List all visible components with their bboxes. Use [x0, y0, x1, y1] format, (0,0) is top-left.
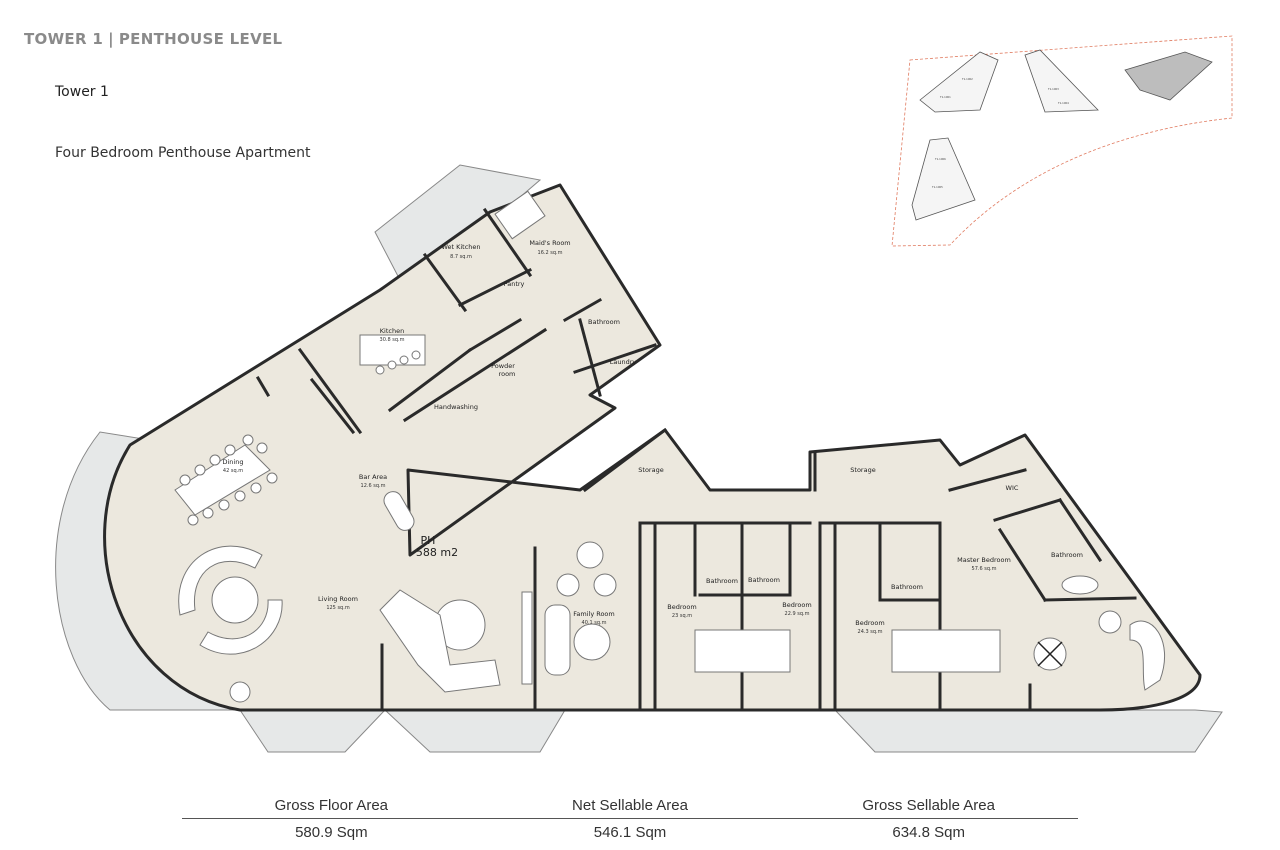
key-plan-tower-c [1124, 51, 1213, 101]
room-area-dining: 42 sq.m [223, 468, 243, 474]
floor-area [103, 183, 1202, 712]
tv-unit [521, 591, 533, 685]
header-separator: | [108, 30, 114, 48]
room-area-wet-kitchen: 8.7 sq.m [450, 254, 472, 260]
room-label-bedroom-2: Bedroom [782, 601, 811, 609]
room-label-wic: WIC [1006, 484, 1019, 492]
room-label-laundry: Laundry [610, 358, 637, 366]
room-area-master-bedroom: 57.6 sq.m [972, 566, 997, 572]
room-area-bedroom-1: 23 sq.m [672, 613, 692, 619]
area-value-row: 580.9 Sqm 546.1 Sqm 634.8 Sqm [182, 819, 1078, 841]
terrace-south-left [239, 709, 387, 753]
living-round-table [211, 576, 259, 624]
room-label-living-room: Living Room [318, 595, 358, 603]
room-label-dining: Dining [223, 458, 244, 466]
maids-bed [494, 190, 546, 240]
kitchen-island [359, 334, 426, 366]
room-label-bar-area: Bar Area [359, 473, 387, 481]
key-plan-site-boundary [891, 35, 1233, 247]
page-header: TOWER 1|PENTHOUSE LEVEL [24, 30, 282, 48]
room-label-bathroom-2: Bathroom [748, 576, 780, 584]
room-label-bathroom-maid: Bathroom [588, 318, 620, 326]
gross-sellable-area-value: 634.8 Sqm [892, 824, 965, 841]
unit-area-label: 588 m2 [416, 546, 458, 559]
key-unit-label-3: T1-1003 [1048, 87, 1059, 91]
room-area-living-room: 125 sq.m [326, 605, 350, 611]
family-armchair-3 [593, 573, 617, 597]
gross-floor-area-label: Gross Floor Area [182, 797, 481, 819]
key-unit-label-4: T1-1004 [1058, 101, 1069, 105]
room-area-bar-area: 12.6 sq.m [361, 483, 386, 489]
room-area-family-room: 40.1 sq.m [582, 620, 607, 626]
room-area-bedroom-2: 22.9 sq.m [785, 611, 810, 617]
key-unit-label-2: T1-1002 [962, 77, 973, 81]
family-sofa [544, 604, 571, 676]
apartment-type: Four Bedroom Penthouse Apartment [55, 145, 311, 161]
area-header-row: Gross Floor Area Net Sellable Area Gross… [182, 797, 1079, 819]
room-label-storage-1: Storage [638, 466, 663, 474]
family-armchair-2 [556, 573, 580, 597]
dining-table [174, 444, 271, 516]
room-label-master-bedroom: Master Bedroom [957, 556, 1011, 564]
apartment-floor [103, 183, 1202, 712]
room-label-maids-room: Maid's Room [529, 239, 570, 247]
room-label-family-room: Family Room [573, 610, 615, 618]
room-area-maids-room: 16.2 sq.m [538, 250, 563, 256]
living-curved-sofa [178, 545, 263, 616]
terrace-south-mid [383, 709, 566, 753]
bed-2 [891, 629, 1001, 673]
room-label-powder-room-1: Powder [491, 362, 515, 370]
room-label-bedroom-3: Bedroom [855, 619, 884, 627]
unit-id-label: PH [421, 534, 436, 547]
key-plan-tower-d [911, 137, 976, 221]
living-curved-sofa-2 [199, 599, 283, 655]
living-side-table [229, 681, 251, 703]
gross-floor-area-value: 580.9 Sqm [295, 824, 368, 841]
gross-sellable-area-label: Gross Sellable Area [779, 797, 1079, 819]
key-plan-tower-b [1024, 49, 1099, 113]
key-plan-tower-a [919, 51, 999, 113]
lounge-sofa [379, 589, 501, 693]
room-label-storage-2: Storage [850, 466, 875, 474]
room-label-powder-room-2: room [499, 370, 516, 378]
room-label-bathroom-3: Bathroom [891, 583, 923, 591]
key-plan: T1-1001 T1-1002 T1-1003 T1-1004 T1-1005 … [891, 35, 1233, 247]
room-label-bathroom-master: Bathroom [1051, 551, 1083, 559]
area-summary-table: Gross Floor Area Net Sellable Area Gross… [182, 797, 1079, 841]
room-label-handwashing: Handwashing [434, 403, 478, 411]
terrace-south-right [833, 709, 1223, 753]
room-label-wet-kitchen: Wet Kitchen [441, 243, 480, 251]
room-area-kitchen: 30.8 sq.m [380, 337, 405, 343]
header-level: PENTHOUSE LEVEL [118, 30, 283, 48]
header-tower: TOWER 1 [24, 30, 104, 48]
master-chair [1098, 610, 1122, 634]
room-labels: Wet Kitchen 8.7 sq.m Maid's Room 16.2 sq… [223, 239, 1083, 635]
master-bathtub [1061, 575, 1099, 595]
family-armchair-1 [576, 541, 604, 569]
room-label-bathroom-1: Bathroom [706, 577, 738, 585]
bar-counter [383, 491, 415, 531]
family-round-table [573, 623, 611, 661]
tower-name: Tower 1 [55, 84, 109, 100]
interior-walls [255, 207, 1137, 712]
net-sellable-area-label: Net Sellable Area [480, 797, 780, 819]
master-sofa [1129, 620, 1165, 691]
room-area-bedroom-3: 24.3 sq.m [858, 629, 883, 635]
key-unit-label-5: T1-1005 [932, 185, 943, 189]
bed-1 [694, 629, 791, 673]
furniture [174, 190, 1165, 703]
key-unit-label-1: T1-1001 [940, 95, 951, 99]
net-sellable-area-value: 546.1 Sqm [593, 824, 667, 841]
room-label-pantry: Pantry [504, 280, 525, 288]
room-label-bedroom-1: Bedroom [667, 603, 696, 611]
key-unit-label-6: T1-1006 [935, 157, 946, 161]
room-label-kitchen: Kitchen [380, 327, 404, 335]
